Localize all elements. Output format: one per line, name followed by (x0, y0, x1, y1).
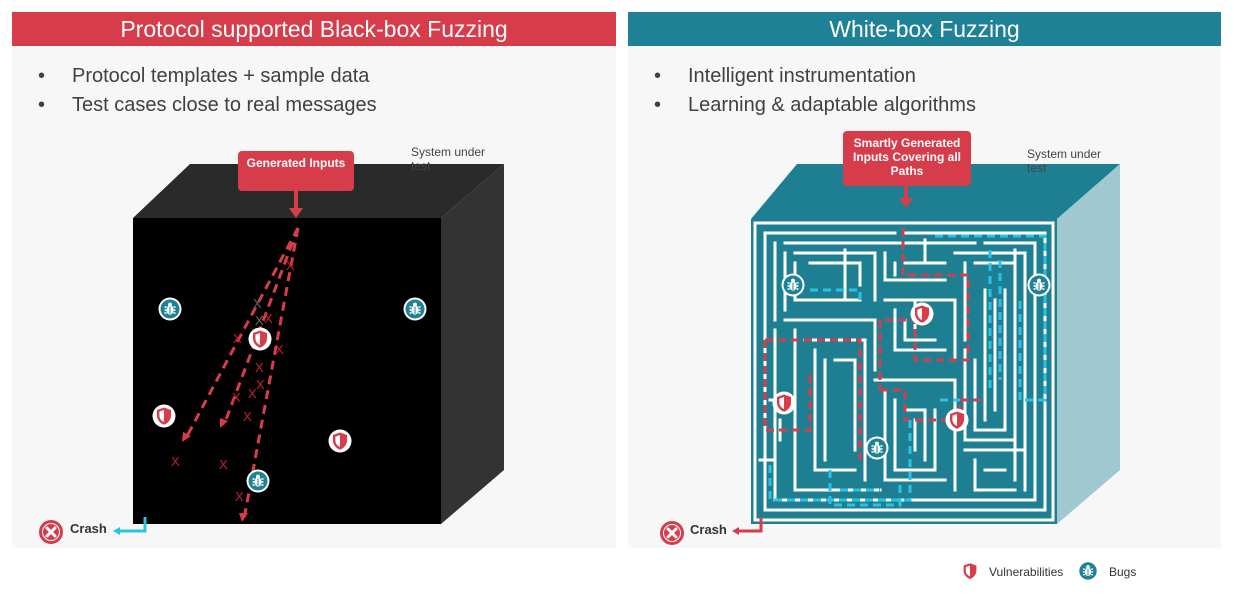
blackbox-title: Protocol supported Black-box Fuzzing (12, 12, 616, 46)
x-markers: X X X X X X X X X X X X X (171, 258, 295, 504)
svg-text:X: X (255, 313, 264, 328)
bullet-item: •Learning & adaptable algorithms (654, 94, 976, 116)
smart-inputs-callout: Smartly Generated Inputs Covering all Pa… (843, 131, 971, 186)
bug-icon (1077, 560, 1099, 582)
svg-text:X: X (235, 489, 244, 504)
cube-top (133, 164, 504, 218)
cube-front (133, 218, 441, 524)
bullet-item: •Test cases close to real messages (38, 94, 377, 116)
crash-label: Crash (70, 521, 107, 536)
fuzz-paths (184, 227, 300, 520)
cube-side (441, 164, 504, 524)
legend-bugs-label: Bugs (1109, 565, 1137, 579)
generated-inputs-callout: Generated Inputs (238, 151, 354, 191)
whitebox-title: White-box Fuzzing (628, 12, 1221, 46)
shield-icon (959, 560, 981, 582)
svg-text:X: X (275, 342, 284, 357)
red-paths (763, 228, 985, 460)
blackbox-bullets: •Protocol templates + sample data •Test … (38, 62, 377, 120)
bug-icon (1027, 273, 1051, 297)
svg-text:X: X (286, 258, 295, 273)
bug-icon (781, 273, 805, 297)
svg-text:X: X (264, 311, 273, 326)
crash-label: Crash (690, 522, 727, 537)
bullet-item: •Intelligent instrumentation (654, 65, 916, 87)
whitebox-bullets: •Intelligent instrumentation •Learning &… (654, 62, 976, 120)
svg-text:X: X (233, 331, 242, 346)
svg-text:X: X (255, 360, 264, 375)
svg-text:X: X (232, 390, 241, 405)
crash-connector (118, 517, 147, 533)
shield-icon (945, 408, 969, 432)
shield-icon (910, 302, 934, 326)
bug-icon (865, 436, 889, 460)
svg-text:X: X (256, 377, 265, 392)
crash-icon (660, 521, 684, 545)
svg-text:X: X (219, 457, 228, 472)
system-under-test-label: System under test (411, 145, 486, 173)
fuzz-arrowheads (182, 418, 248, 522)
svg-text:X: X (248, 386, 257, 401)
svg-text:X: X (243, 409, 252, 424)
shield-icon (772, 391, 796, 415)
cube-front (751, 219, 1057, 524)
svg-text:X: X (171, 454, 180, 469)
cyan-paths (768, 234, 1047, 507)
bullet-item: •Protocol templates + sample data (38, 65, 370, 87)
legend-vulnerabilities-label: Vulnerabilities (989, 565, 1064, 579)
x-markers-gray: X X (253, 296, 264, 328)
svg-text:X: X (253, 296, 262, 311)
cube-side (1057, 164, 1120, 524)
crash-connector (737, 517, 763, 533)
system-under-test-label: System under test (1027, 147, 1102, 175)
